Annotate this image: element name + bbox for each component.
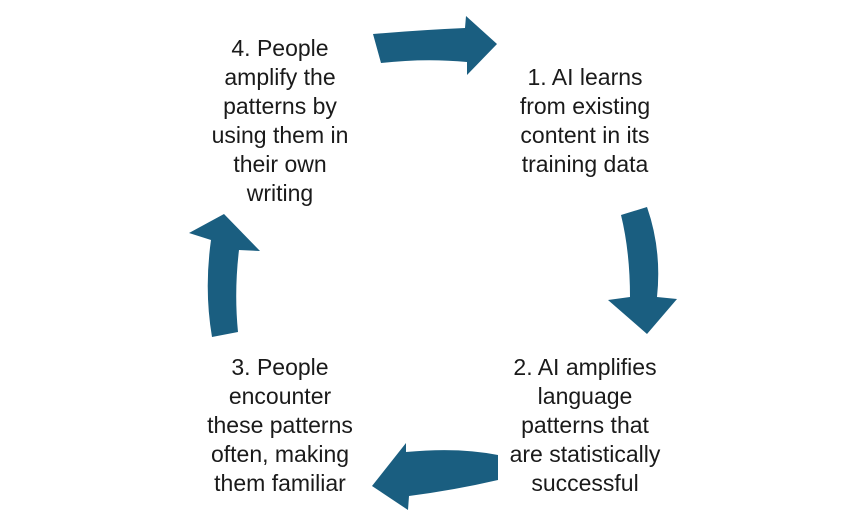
curved-arrow-down-icon bbox=[608, 207, 677, 334]
step-3-text: 3. People encounter these patterns often… bbox=[207, 354, 353, 496]
step-2-text: 2. AI amplifies language patterns that a… bbox=[509, 354, 661, 496]
step-4-text: 4. People amplify the patterns by using … bbox=[211, 35, 349, 206]
curved-arrow-left-icon bbox=[372, 443, 498, 510]
curved-arrow-up-icon bbox=[189, 214, 260, 337]
curved-arrow-right-icon bbox=[373, 16, 497, 75]
step-1-text: 1. AI learns from existing content in it… bbox=[519, 64, 651, 177]
